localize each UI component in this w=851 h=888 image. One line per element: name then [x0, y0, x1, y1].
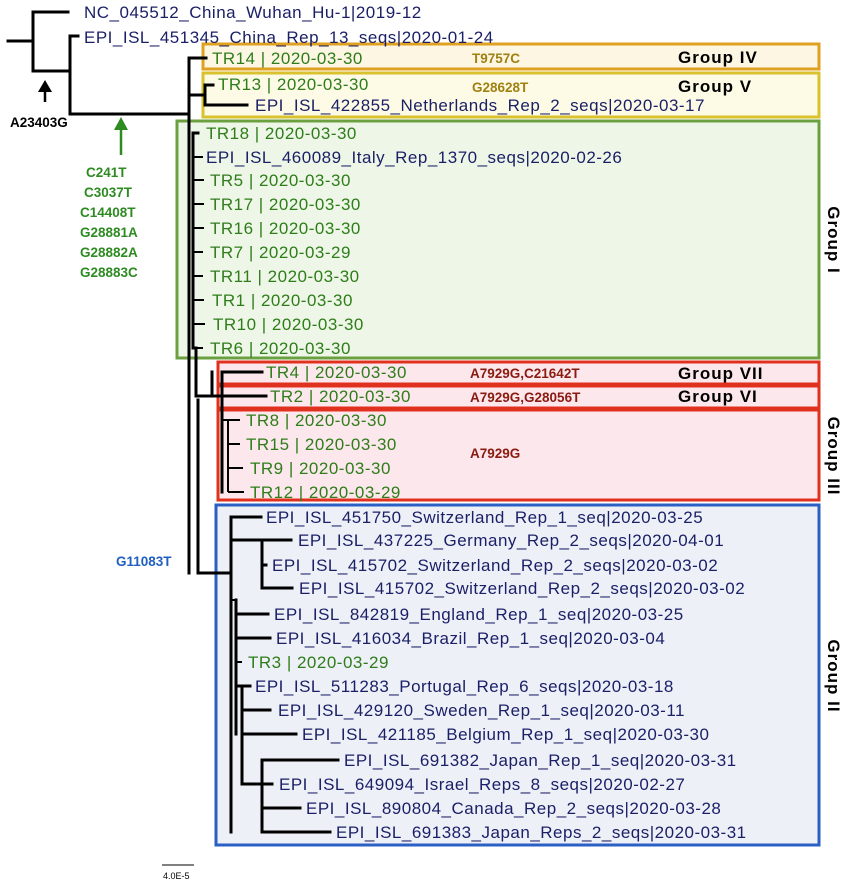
green-mutation-list: C241T C3037T C14408T G28881A G28882A G28… [80, 165, 138, 280]
leaf-epi-416034: EPI_ISL_416034_Brazil_Rep_1_seq|2020-03-… [276, 629, 665, 648]
mutation-green-1: C241T [86, 165, 127, 180]
leaf-epi-415702-a: EPI_ISL_415702_Switzerland_Rep_2_seqs|20… [272, 556, 718, 575]
leaf-epi-691383: EPI_ISL_691383_Japan_Reps_2_seqs|2020-03… [336, 823, 747, 842]
leaf-tr1: TR1 | 2020-03-30 [212, 291, 353, 310]
leaf-tr5: TR5 | 2020-03-30 [210, 171, 351, 190]
label-group-v: Group V [678, 77, 752, 96]
leaf-epi-649094: EPI_ISL_649094_Israel_Reps_8_seqs|2020-0… [279, 775, 685, 794]
mutation-green-5: G28882A [80, 245, 138, 260]
label-group-vi: Group VI [678, 387, 758, 406]
mutation-group-v: G28628T [472, 80, 529, 95]
label-group-vii: Group VII [678, 364, 764, 383]
leaf-epi-511283: EPI_ISL_511283_Portugal_Rep_6_seqs|2020-… [255, 677, 674, 696]
root-mutation-arrow [38, 80, 52, 102]
leaf-tr17: TR17 | 2020-03-30 [210, 195, 361, 214]
leaf-epi-451345: EPI_ISL_451345_China_Rep_13_seqs|2020-01… [84, 28, 494, 47]
scale-bar-label: 4.0E-5 [163, 871, 190, 881]
leaf-tr15: TR15 | 2020-03-30 [246, 435, 397, 454]
tree-branches [6, 10, 340, 834]
leaf-epi-415702-b: EPI_ISL_415702_Switzerland_Rep_2_seqs|20… [299, 579, 745, 598]
leaf-tr11: TR11 | 2020-03-30 [210, 267, 360, 286]
leaf-tr8: TR8 | 2020-03-30 [246, 411, 387, 430]
leaf-tr16: TR16 | 2020-03-30 [210, 219, 361, 238]
leaf-tr14: TR14 | 2020-03-30 [212, 49, 363, 68]
leaf-epi-890804: EPI_ISL_890804_Canada_Rep_2_seqs|2020-03… [306, 799, 721, 818]
leaf-tr10: TR10 | 2020-03-30 [213, 315, 364, 334]
leaf-tr4: TR4 | 2020-03-30 [266, 363, 407, 382]
leaf-tr3: TR3 | 2020-03-29 [248, 653, 389, 672]
leaf-epi-451750: EPI_ISL_451750_Switzerland_Rep_1_seq|202… [266, 508, 703, 527]
leaf-epi-437225: EPI_ISL_437225_Germany_Rep_2_seqs|2020-0… [298, 531, 724, 550]
mutation-green-6: G28883C [80, 265, 138, 280]
mutation-root: A23403G [10, 115, 68, 130]
mutation-group-vii: A7929G,C21642T [470, 366, 580, 381]
group-iii-box [216, 408, 821, 502]
group-ii-box [214, 503, 821, 847]
group-i-box [175, 119, 821, 360]
label-group-iv: Group IV [678, 48, 758, 67]
leaf-epi-421185: EPI_ISL_421185_Belgium_Rep_1_seq|2020-03… [302, 725, 709, 744]
leaf-epi-460089: EPI_ISL_460089_Italy_Rep_1370_seqs|2020-… [206, 148, 622, 167]
label-group-ii: Group II [824, 639, 843, 712]
mutation-green-4: G28881A [80, 225, 138, 240]
leaf-epi-422855: EPI_ISL_422855_Netherlands_Rep_2_seqs|20… [255, 96, 705, 115]
label-group-i: Group I [824, 206, 843, 273]
leaf-tr9: TR9 | 2020-03-30 [250, 459, 391, 478]
mutation-group-ii: G11083T [116, 554, 172, 569]
green-mutation-arrow [114, 117, 128, 155]
leaf-tr2: TR2 | 2020-03-30 [270, 387, 411, 406]
leaf-tr13: TR13 | 2020-03-30 [218, 75, 369, 94]
mutation-group-iii: A7929G [470, 446, 520, 461]
leaf-nc-045512: NC_045512_China_Wuhan_Hu-1|2019-12 [84, 3, 422, 22]
leaf-tr6: TR6 | 2020-03-30 [210, 339, 351, 358]
leaf-tr12: TR12 | 2020-03-29 [250, 483, 401, 502]
label-group-iii: Group III [824, 417, 843, 496]
mutation-group-iv: T9757C [472, 51, 520, 66]
group-vii-box [216, 360, 821, 386]
mutation-green-2: C3037T [84, 185, 133, 200]
group-v-box [201, 71, 821, 119]
leaf-epi-691382: EPI_ISL_691382_Japan_Rep_1_seq|2020-03-3… [344, 751, 737, 770]
mutation-group-vi: A7929G,G28056T [470, 390, 581, 405]
leaf-epi-842819: EPI_ISL_842819_England_Rep_1_seq|2020-03… [274, 605, 684, 624]
leaf-epi-429120: EPI_ISL_429120_Sweden_Rep_1_seq|2020-03-… [278, 701, 685, 720]
leaf-tr7: TR7 | 2020-03-29 [210, 243, 351, 262]
leaf-tr18: TR18 | 2020-03-30 [206, 124, 357, 143]
mutation-green-3: C14408T [80, 205, 136, 220]
